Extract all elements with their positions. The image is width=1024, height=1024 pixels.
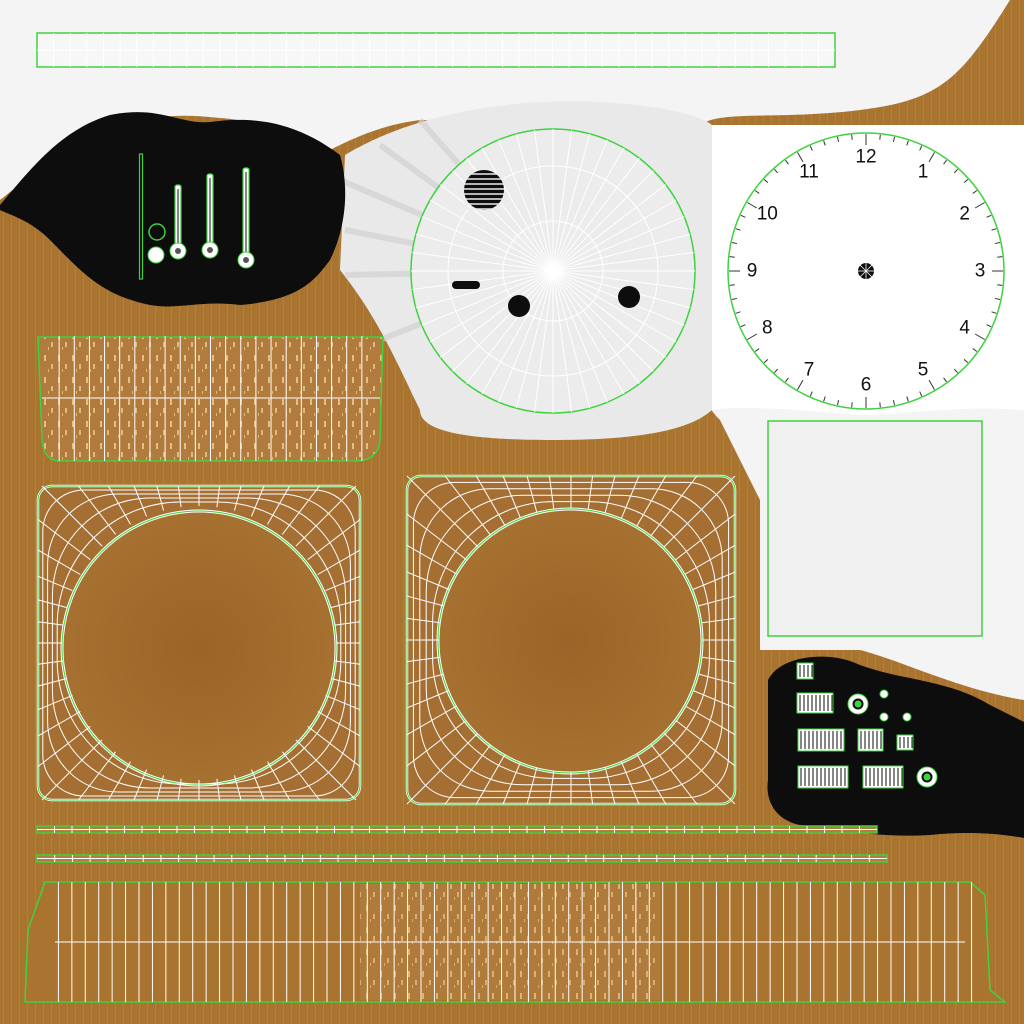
pin-dot — [879, 712, 889, 722]
clock-numeral: 9 — [746, 260, 758, 282]
clock-numeral: 5 — [917, 359, 929, 381]
clock-numeral: 8 — [761, 317, 773, 339]
clock-numeral: 6 — [860, 374, 872, 396]
second-hand-icon — [138, 153, 144, 280]
front-square-left-island — [36, 484, 362, 802]
clock-numeral: 7 — [803, 359, 815, 381]
speaker-grille — [464, 170, 504, 210]
clock-numeral: 3 — [974, 260, 986, 282]
clock-numeral: 1 — [917, 161, 929, 183]
clock-center-hub — [858, 263, 874, 279]
hands-panel — [0, 112, 346, 307]
clock-numeral: 11 — [799, 161, 819, 183]
clock-numeral: 10 — [756, 203, 778, 225]
pin-dot — [879, 689, 889, 699]
clock-numeral: 12 — [855, 146, 877, 168]
hub-cap-icon — [147, 246, 165, 264]
dial-hole — [618, 286, 640, 308]
blank-rect-island — [767, 420, 983, 637]
clock-numeral: 2 — [959, 203, 971, 225]
dial-slot — [452, 281, 480, 289]
mechanism-block — [862, 765, 904, 789]
ring-icon — [148, 223, 166, 241]
dial-hole — [508, 295, 530, 317]
mechanism-block — [796, 662, 814, 680]
mechanism-block — [896, 734, 914, 751]
pin-dot — [902, 712, 912, 722]
mechanism-block — [797, 765, 849, 789]
clock-numeral: 4 — [959, 317, 971, 339]
